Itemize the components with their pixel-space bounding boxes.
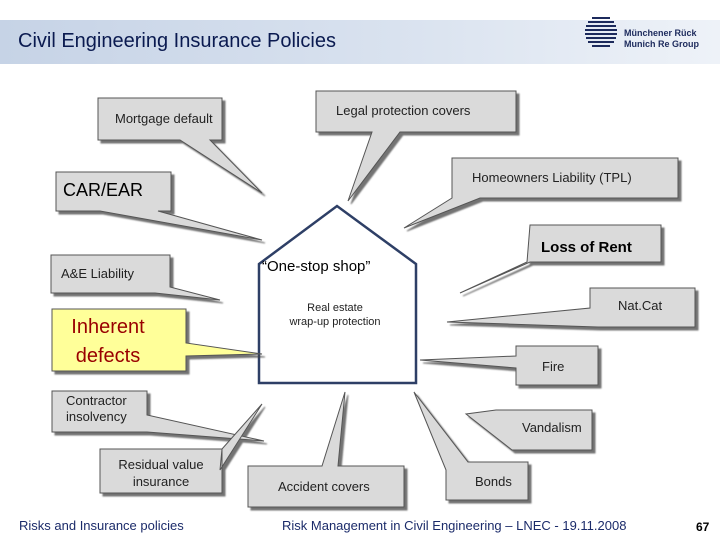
bubble-ae-liability	[50, 254, 221, 301]
bubble-homeowners	[403, 157, 679, 229]
bubble-residual-value	[99, 403, 263, 494]
bubble-natcat	[446, 287, 696, 328]
bubble-fire	[419, 345, 599, 386]
bubble-accident-covers	[247, 391, 405, 508]
page-number: 67	[696, 520, 710, 534]
label-legal-protection: Legal protection covers	[336, 103, 471, 118]
house-outline	[257, 204, 418, 385]
label-bonds: Bonds	[475, 474, 512, 489]
logo-text: Münchener Rück Munich Re Group	[624, 28, 699, 50]
bubble-inherent-defects	[51, 308, 263, 372]
label-vandalism: Vandalism	[522, 420, 582, 435]
bubble-contractor	[51, 390, 265, 442]
footer-left: Risks and Insurance policies	[19, 518, 184, 533]
label-car-ear: CAR/EAR	[63, 180, 144, 200]
label-inherent-defects: Inherent defects	[71, 316, 145, 367]
label-real-estate: Real estate wrap-up protection	[289, 302, 381, 328]
bubble-legal-protection	[315, 90, 517, 202]
label-ae-liability: A&E Liability	[61, 266, 134, 281]
label-homeowners: Homeowners Liability (TPL)	[472, 170, 632, 185]
label-natcat: Nat.Cat	[618, 298, 663, 313]
label-residual-value: Residual value insurance	[118, 457, 204, 489]
bubble-loss-of-rent	[459, 224, 662, 294]
bubble-car-ear	[55, 171, 263, 241]
logo-line1: Münchener Rück	[624, 28, 697, 38]
label-loss-of-rent: Loss of Rent	[541, 239, 632, 256]
label-mortgage-default: Mortgage default	[115, 111, 213, 126]
munich-re-logo-icon	[585, 17, 617, 47]
label-one-stop-shop: “One-stop shop”	[262, 258, 371, 275]
bubble-bonds	[413, 391, 529, 501]
footer-center: Risk Management in Civil Engineering – L…	[282, 518, 627, 533]
bubble-vandalism	[464, 409, 593, 451]
label-contractor: Contractor insolvency	[66, 393, 127, 424]
label-accident-covers: Accident covers	[278, 479, 370, 494]
label-fire: Fire	[542, 359, 565, 374]
logo-line2: Munich Re Group	[624, 39, 699, 49]
bubble-mortgage-default	[97, 97, 263, 194]
page-title: Civil Engineering Insurance Policies	[18, 30, 336, 52]
